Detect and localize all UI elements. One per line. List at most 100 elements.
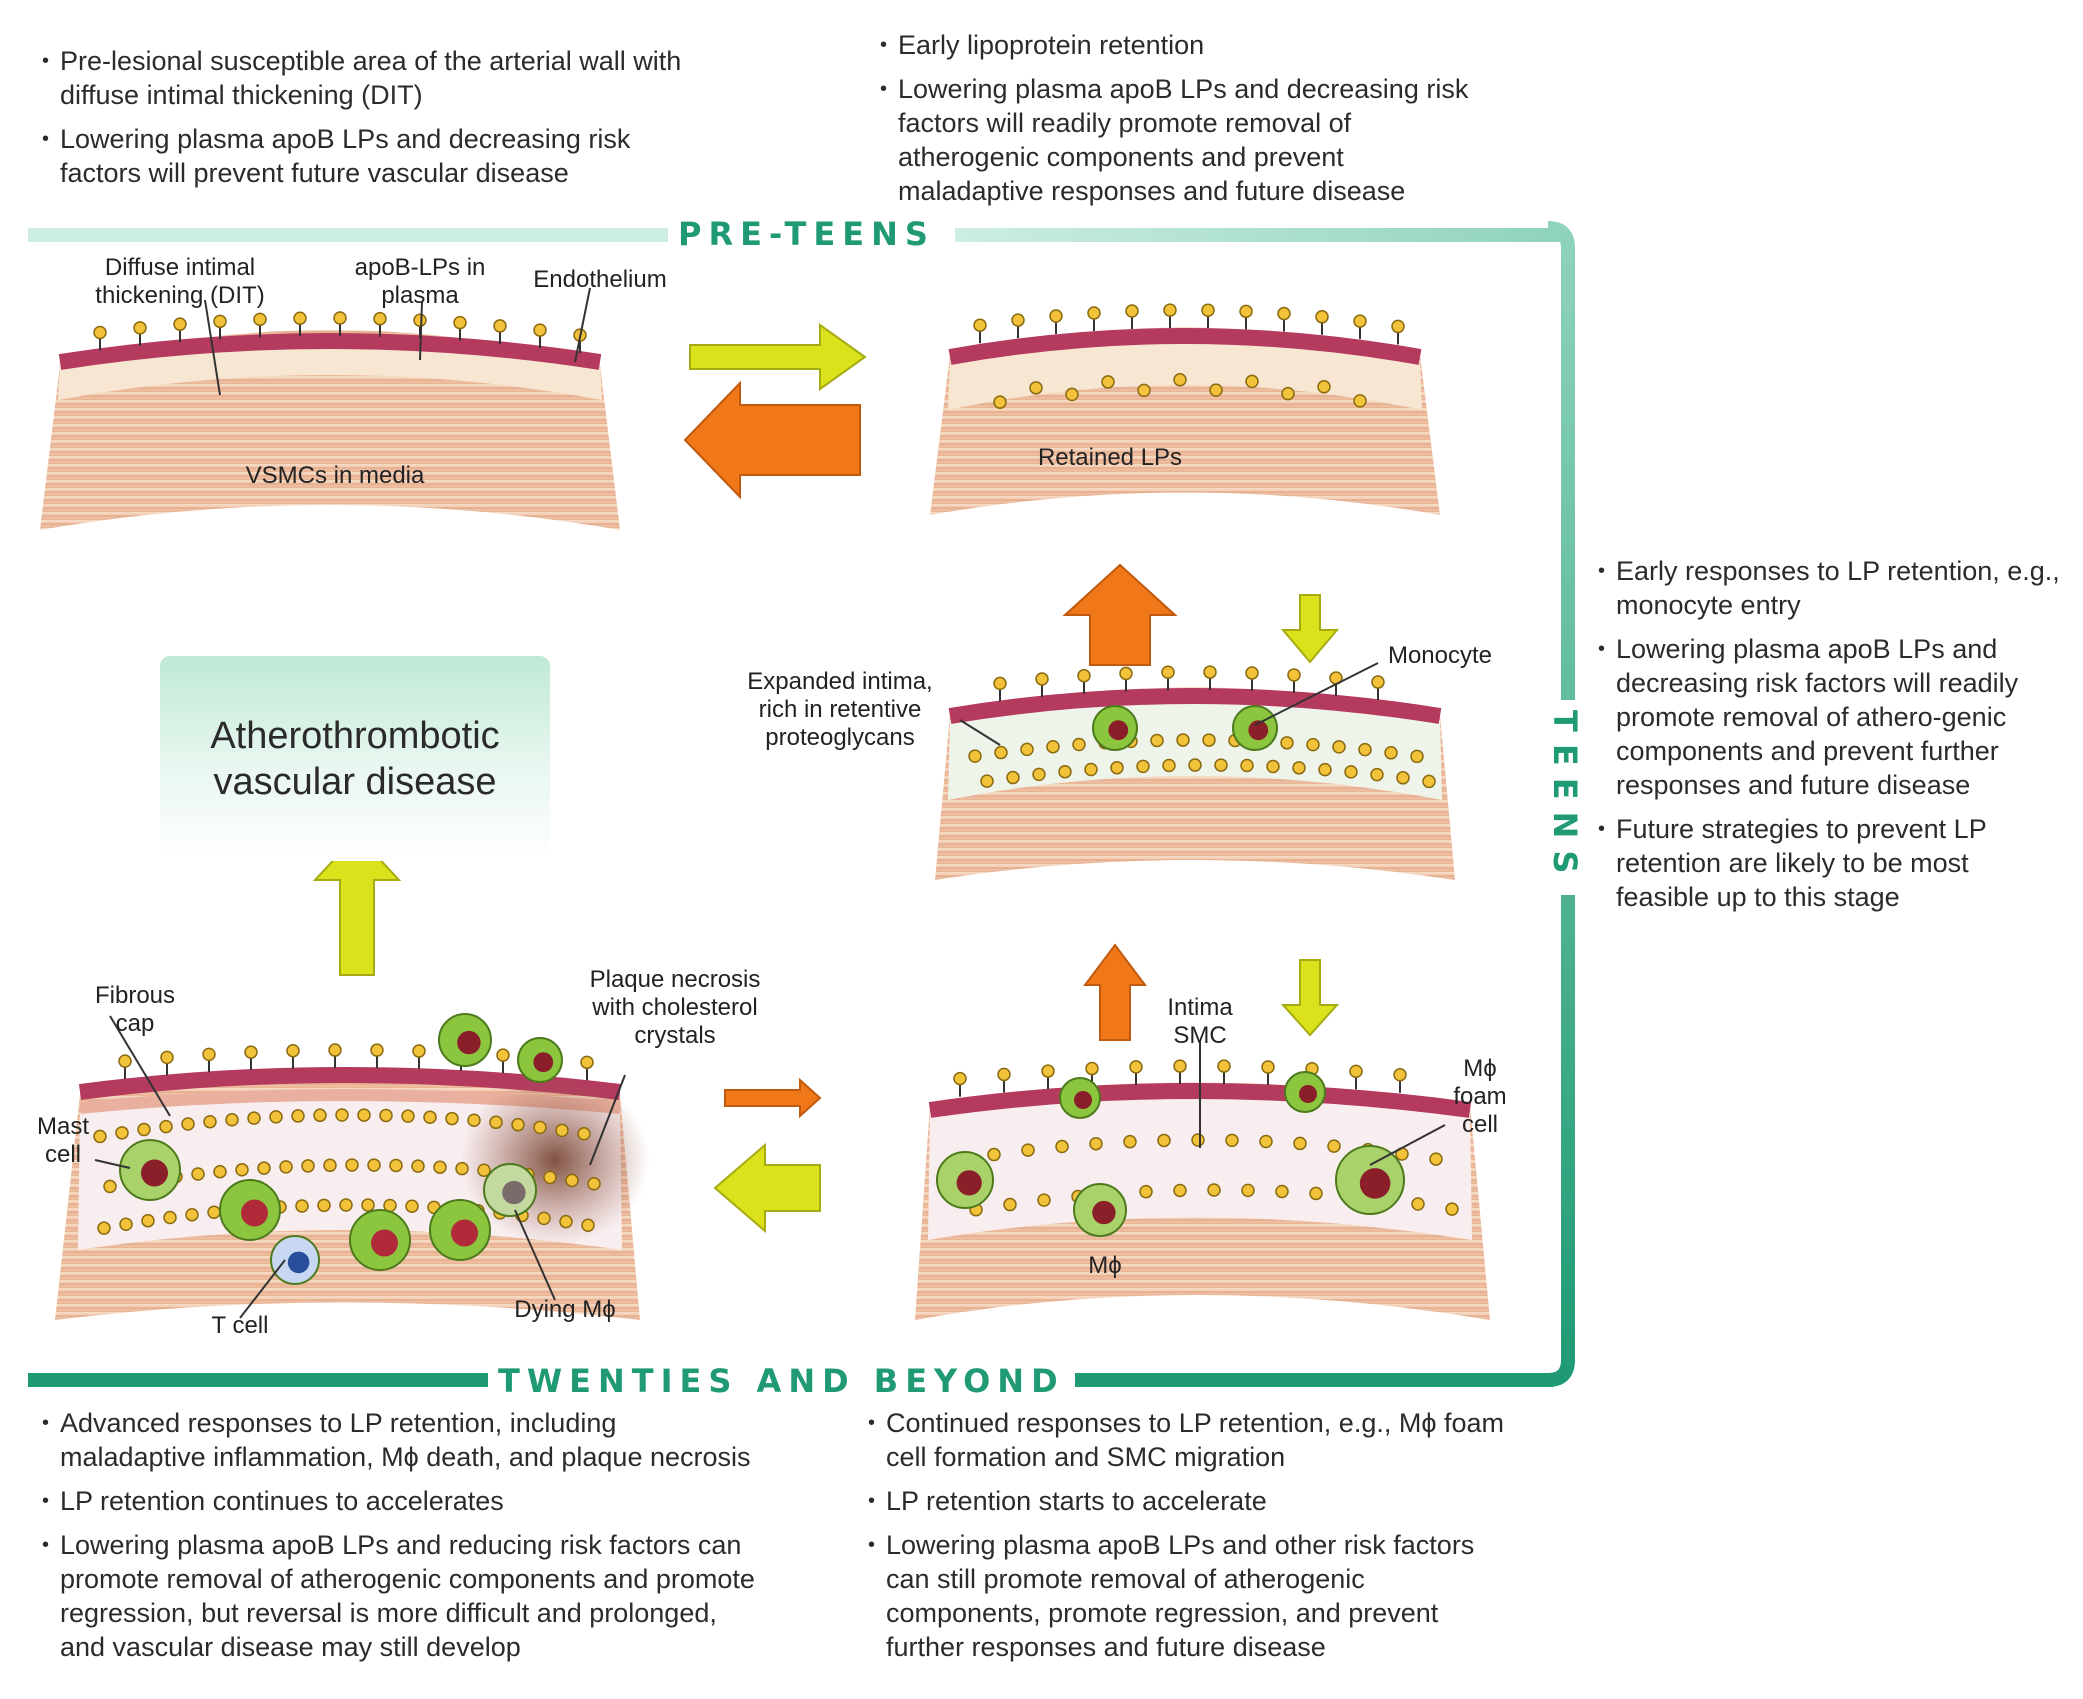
top-right-bullets: Early lipoprotein retentionLowering plas… xyxy=(880,28,1480,218)
lipoprotein-icon xyxy=(993,395,1007,409)
lipoprotein-icon xyxy=(1029,381,1043,395)
stage-twenties: TWENTIES AND BEYOND xyxy=(490,1362,1073,1400)
lipoprotein-icon xyxy=(1157,1133,1171,1148)
bottom-right-bullets: Continued responses to LP retention, e.g… xyxy=(868,1406,1518,1674)
dying-macrophage-icon xyxy=(483,1163,537,1217)
lipoprotein-icon xyxy=(1176,733,1190,747)
lipoprotein-icon xyxy=(202,1047,216,1073)
lipoprotein-icon xyxy=(133,321,147,346)
leader-lines xyxy=(94,287,1446,1319)
lipoprotein-icon xyxy=(269,1110,283,1124)
bullet-item: LP retention continues to accelerates xyxy=(42,1484,762,1518)
mast-cell-icon xyxy=(119,1139,181,1201)
bullet-item: Advanced responses to LP retention, incl… xyxy=(42,1406,762,1474)
lipoprotein-icon xyxy=(1137,383,1151,398)
lipoprotein-icon xyxy=(119,1217,133,1232)
monocyte-icon xyxy=(1232,705,1278,751)
lipoprotein-icon xyxy=(1119,666,1133,692)
lipoprotein-icon xyxy=(1217,1059,1231,1085)
lipoprotein-icon xyxy=(1058,764,1072,779)
lipoprotein-icon xyxy=(173,317,187,343)
lipoprotein-icon xyxy=(1037,1193,1051,1207)
monocyte-icon xyxy=(1092,705,1138,751)
lipoprotein-icon xyxy=(496,1048,510,1074)
lipoprotein-icon xyxy=(1281,386,1295,401)
lipoprotein-icon xyxy=(987,1147,1001,1162)
lipoprotein-icon xyxy=(103,1179,117,1194)
lipoprotein-icon xyxy=(1191,1133,1205,1147)
lipoprotein-icon xyxy=(412,1044,426,1070)
panel-foam-cells xyxy=(915,1082,1490,1320)
lipoprotein-icon xyxy=(213,1164,227,1179)
lipoprotein-icon xyxy=(1384,746,1398,760)
lipoprotein-icon xyxy=(279,1160,293,1174)
lipoprotein-icon xyxy=(565,1173,579,1188)
bullet-item: Pre-lesional susceptible area of the art… xyxy=(42,44,682,112)
lipoprotein-icon xyxy=(339,1198,353,1212)
lipoprotein-icon xyxy=(357,1108,371,1122)
lipoprotein-icon xyxy=(328,1043,342,1069)
monocyte-icon xyxy=(438,1013,492,1067)
lipoprotein-icon xyxy=(1445,1202,1459,1216)
label-foam-cell: Mϕ foam cell xyxy=(1453,1055,1507,1138)
lipoprotein-icon xyxy=(1020,742,1034,757)
lipoprotein-icon xyxy=(1003,1197,1017,1212)
lipoprotein-icon xyxy=(1207,1183,1221,1197)
lipoprotein-icon xyxy=(1245,374,1259,389)
lipoprotein-icon xyxy=(286,1043,300,1069)
arrow-reverse-3 xyxy=(1083,943,1147,1041)
lipoprotein-icon xyxy=(1241,1183,1255,1198)
lipoprotein-icon xyxy=(1006,770,1020,785)
lipoprotein-icon xyxy=(373,311,387,337)
lipoprotein-icon xyxy=(1261,1060,1275,1086)
lipoprotein-icon xyxy=(160,1050,174,1076)
lipoprotein-icon xyxy=(511,1117,525,1132)
lipoprotein-icon xyxy=(159,1119,173,1134)
lipoprotein-icon xyxy=(1344,765,1358,779)
lipoprotein-layer xyxy=(93,303,1459,1235)
bottom-left-bullets: Advanced responses to LP retention, incl… xyxy=(42,1406,762,1674)
lipoprotein-icon xyxy=(1084,762,1098,777)
bullet-item: Early lipoprotein retention xyxy=(880,28,1480,62)
stage-pre-teens: PRE-TEENS xyxy=(668,215,945,253)
lipoprotein-icon xyxy=(1275,1184,1289,1199)
lipoprotein-icon xyxy=(1315,310,1329,335)
lipoprotein-icon xyxy=(1077,668,1091,694)
label-macrophage: Mϕ xyxy=(1088,1252,1122,1279)
lipoprotein-icon xyxy=(1150,733,1164,748)
lipoprotein-icon xyxy=(455,1161,469,1176)
t-cell-icon xyxy=(270,1235,320,1285)
lipoprotein-icon xyxy=(1287,668,1301,693)
lipoprotein-icon xyxy=(317,1198,331,1213)
label-retained-lps: Retained LPs xyxy=(1037,444,1183,471)
lipoprotein-icon xyxy=(361,1198,375,1212)
lipoprotein-icon xyxy=(1163,303,1177,329)
lipoprotein-icon xyxy=(559,1214,573,1229)
lipoprotein-icon xyxy=(1309,1186,1323,1201)
lipoprotein-icon xyxy=(489,1115,503,1130)
macrophage-icon xyxy=(349,1209,411,1271)
macrophage-icon xyxy=(1073,1183,1127,1237)
lipoprotein-icon xyxy=(1371,675,1385,701)
arrow-forward-4 xyxy=(724,1077,822,1119)
label-endothelium: Endothelium xyxy=(533,266,667,293)
bullet-item: Lowering plasma apoB LPs and decreasing … xyxy=(880,72,1480,208)
lipoprotein-icon xyxy=(543,1170,557,1185)
arrow-forward-2 xyxy=(1280,594,1340,664)
lipoprotein-icon xyxy=(203,1114,217,1129)
lipoprotein-icon xyxy=(163,1210,177,1225)
lipoprotein-icon xyxy=(587,1177,601,1191)
lipoprotein-icon xyxy=(1139,1184,1153,1199)
right-bullets: Early responses to LP retention, e.g., m… xyxy=(1598,554,2068,924)
macrophage-icon xyxy=(219,1179,281,1241)
lipoprotein-icon xyxy=(1110,760,1124,775)
lipoprotein-icon xyxy=(1162,758,1176,773)
lipoprotein-icon xyxy=(1391,319,1405,345)
lipoprotein-icon xyxy=(1032,767,1046,782)
lipoprotein-icon xyxy=(1306,737,1320,752)
outcome-box: Atherothrombotic vascular disease xyxy=(160,656,550,861)
lipoprotein-icon xyxy=(93,325,107,351)
lipoprotein-icon xyxy=(1358,742,1372,757)
lipoprotein-icon xyxy=(244,1045,258,1071)
